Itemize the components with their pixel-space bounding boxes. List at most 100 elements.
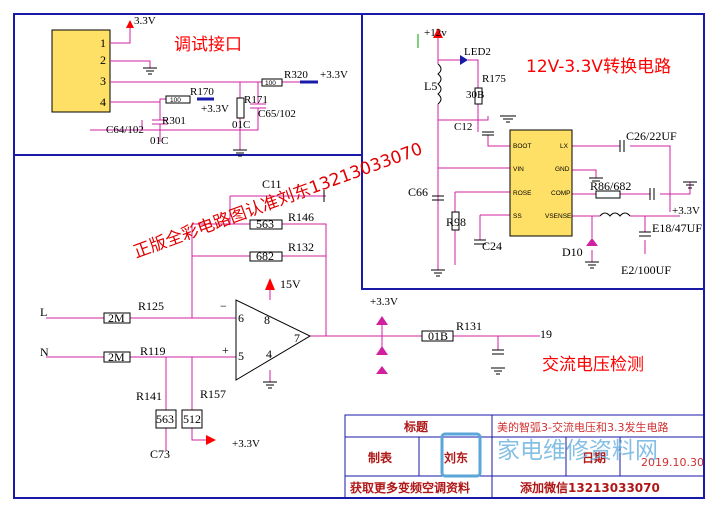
r146-value: 563 <box>256 217 274 231</box>
r132-value: 682 <box>256 249 274 263</box>
c73-label: C73 <box>150 447 170 461</box>
connector-supply-label: 3.3V <box>134 15 156 27</box>
input-l-label: L <box>40 305 47 319</box>
c01b-label: 01C <box>232 119 250 131</box>
l5-label: L5 <box>424 79 437 93</box>
converter-ground-top <box>500 115 516 123</box>
site-logo: 家电维修资料网 <box>440 432 658 478</box>
tb-date-label: 日期 <box>582 450 606 465</box>
r98-label: R98 <box>446 215 466 229</box>
e2-label: E2/100UF <box>621 263 671 277</box>
amp-ground <box>263 381 277 389</box>
connector-pin-4: 4 <box>100 95 106 109</box>
c65-label: C65/102 <box>258 108 296 120</box>
connector-pin-1: 1 <box>100 36 106 50</box>
r119-body <box>103 351 131 363</box>
r170-body <box>165 95 191 104</box>
connector-pin-3: 3 <box>100 74 106 88</box>
r125-body <box>103 312 131 324</box>
r141-body <box>155 409 177 429</box>
tb-date-value: 2019.10.30 <box>641 456 704 469</box>
clamp-diode-bottom-icon <box>376 346 388 355</box>
r320-label: R320 <box>284 69 308 81</box>
r146-body <box>249 219 283 230</box>
amp-supply-3v3-label: +3.3V <box>232 438 260 450</box>
ac-detect-title: 交流电压检测 <box>542 355 644 375</box>
converter-frame <box>361 13 705 290</box>
c11-label: C11 <box>262 177 282 191</box>
r175-body <box>474 87 483 105</box>
title-block: 标题 美的智弧3-交流电压和3.3发生电路 制表 刘东 日期 2019.10.3… <box>344 414 705 499</box>
converter-out-label: +3.3V <box>672 205 700 217</box>
r131-body <box>421 330 454 342</box>
ic-pin-comp: COMP <box>551 190 571 197</box>
r171-label: R171 <box>244 94 268 106</box>
converter-title: 12V-3.3V转换电路 <box>526 57 671 77</box>
tb-promo-right: 添加微信13213033070 <box>520 480 660 495</box>
r320-body <box>261 78 283 87</box>
ic-pin-gnd: GND <box>555 166 570 173</box>
clamp-diode-top-icon <box>376 316 388 325</box>
supply-3v3-arrow-icon <box>206 435 216 445</box>
ic-pin-vsense: VSENSE <box>545 213 572 220</box>
supply-arrow-icon <box>126 20 134 28</box>
ic-pin-rose: ROSE <box>513 190 532 197</box>
logo-text: 家电维修资料网 <box>497 438 658 464</box>
clamp-supply-label: +3.3V <box>370 296 398 308</box>
converter-ground-bottom <box>431 177 697 277</box>
opamp-pin-7: 7 <box>294 331 300 345</box>
led2-label: LED2 <box>464 46 491 58</box>
tb-drawn-value: 刘东 <box>444 450 468 465</box>
d10-label: D10 <box>562 245 583 259</box>
converter-section: 12V-3.3V转换电路 <box>408 27 702 277</box>
ac-detect-section: 交流电压检测 C11 563 <box>40 177 644 461</box>
clamp-diode-gnd-icon <box>376 366 388 374</box>
r125-value: 2M <box>108 311 125 325</box>
r157-body <box>181 409 203 429</box>
c01a-label: 01C <box>150 135 168 147</box>
debug-port-section: 1 2 3 4 3.3V <box>51 15 348 157</box>
connector-pin-2: 2 <box>100 53 106 67</box>
opamp-pin-4: 4 <box>266 347 272 361</box>
r170-supply-label: +3.3V <box>201 103 229 115</box>
r175-label: R175 <box>482 73 506 85</box>
r157-value: 512 <box>183 412 201 426</box>
debug-grounds <box>143 67 247 157</box>
led2-icon <box>460 55 468 65</box>
c24-label: C24 <box>482 239 502 253</box>
supply-15v-label: 15V <box>280 277 301 291</box>
c66-label: C66 <box>408 185 428 199</box>
amp-wires <box>46 195 540 450</box>
input-n-label: N <box>40 345 49 359</box>
watermark-text: 正版全彩电路图认准刘东13213033070 <box>131 139 425 262</box>
opamp-pin-6: 6 <box>238 311 244 325</box>
r125-label: R125 <box>138 299 164 313</box>
opamp-plus-sign: + <box>222 343 229 357</box>
r86-body <box>595 190 621 199</box>
supply-12v-label: +12v <box>424 27 447 39</box>
c26-label: C26/22UF <box>626 129 677 143</box>
tb-drawn-label: 制表 <box>368 450 393 465</box>
r146-label: R146 <box>288 210 314 224</box>
ic-pin-vin: VIN <box>513 166 524 173</box>
inductor-l5 <box>437 63 442 105</box>
r171-body <box>236 97 245 119</box>
r170-value: 100 <box>170 97 181 104</box>
supply-12v-arrow-icon <box>433 28 443 38</box>
r131-value: 01B <box>428 329 448 343</box>
r157-label: R157 <box>200 387 226 401</box>
r119-value: 2M <box>108 350 125 364</box>
ic-pin-ss: SS <box>513 213 522 220</box>
r119-label: R119 <box>140 344 166 358</box>
r98-body <box>451 211 460 231</box>
r320-supply-label: +3.3V <box>320 69 348 81</box>
r301-label: R301 <box>162 115 186 127</box>
ic-pin-lx: LX <box>560 143 569 150</box>
r86-label: R86/682 <box>590 179 631 193</box>
tb-title-label: 标题 <box>403 419 429 434</box>
r175-value: 30B <box>466 89 484 101</box>
output-node-label: 19 <box>540 327 552 341</box>
tb-promo-left: 获取更多变频空调资料 <box>349 480 470 495</box>
